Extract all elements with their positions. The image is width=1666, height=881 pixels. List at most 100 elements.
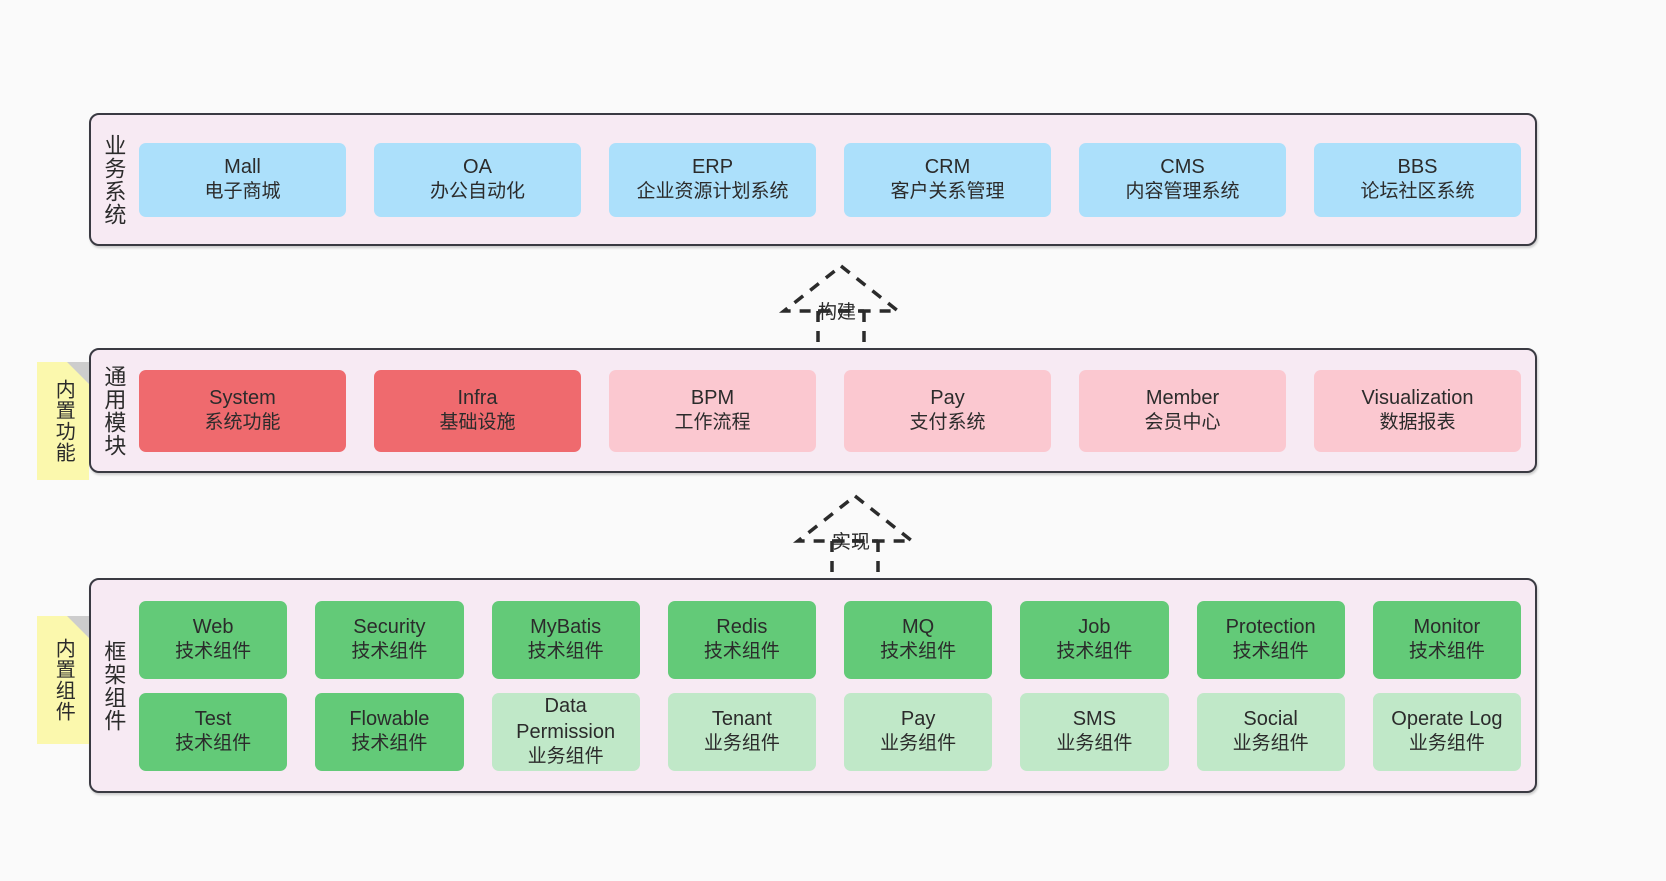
card-security[interactable]: Security 技术组件 — [315, 600, 464, 679]
card-oa[interactable]: OA 办公自动化 — [374, 142, 581, 217]
card-subtitle: 办公自动化 — [429, 181, 525, 203]
card-visualization[interactable]: Visualization 数据报表 — [1314, 369, 1521, 452]
card-subtitle: 技术组件 — [175, 641, 252, 663]
card-title: Operate Log — [1391, 708, 1503, 731]
card-flowable[interactable]: Flowable 技术组件 — [315, 692, 464, 771]
card-subtitle: 会员中心 — [1144, 412, 1221, 434]
layer-body-business-systems: Mall 电子商城 OA 办公自动化 ERP 企业资源计划系统 CRM 客户关系… — [135, 115, 1535, 244]
card-subtitle: 技术组件 — [1232, 641, 1309, 663]
card-subtitle: 支付系统 — [909, 412, 986, 434]
card-redis[interactable]: Redis 技术组件 — [667, 600, 816, 679]
card-title: Monitor — [1413, 616, 1481, 639]
card-title: SMS — [1072, 708, 1117, 731]
card-mybatis[interactable]: MyBatis 技术组件 — [491, 600, 640, 679]
card-title: BPM — [690, 387, 735, 410]
card-operate-log[interactable]: Operate Log 业务组件 — [1372, 692, 1521, 771]
card-subtitle: 技术组件 — [351, 733, 428, 755]
card-title: Web — [192, 616, 234, 639]
card-title: Protection — [1225, 616, 1316, 639]
card-title: Flowable — [349, 708, 430, 731]
card-title: Pay — [930, 387, 965, 410]
card-subtitle: 业务组件 — [1408, 733, 1485, 755]
card-cms[interactable]: CMS 内容管理系统 — [1079, 142, 1286, 217]
card-title: BBS — [1397, 156, 1438, 179]
card-tenant[interactable]: Tenant 业务组件 — [667, 692, 816, 771]
card-system[interactable]: System 系统功能 — [139, 369, 346, 452]
layer-body-common-modules: System 系统功能 Infra 基础设施 BPM 工作流程 Pay 支付系统 — [135, 350, 1535, 471]
card-title: Tenant — [711, 708, 772, 731]
card-subtitle: 业务组件 — [1232, 733, 1309, 755]
card-protection[interactable]: Protection 技术组件 — [1196, 600, 1345, 679]
layer-business-systems: 业务系统 Mall 电子商城 OA 办公自动化 ERP 企业资源计划系统 — [89, 113, 1537, 246]
card-test[interactable]: Test 技术组件 — [139, 692, 288, 771]
note-fold-icon — [67, 616, 89, 638]
card-pay-component[interactable]: Pay 业务组件 — [844, 692, 993, 771]
card-row: Mall 电子商城 OA 办公自动化 ERP 企业资源计划系统 CRM 客户关系… — [139, 142, 1521, 217]
layer-framework-components: 框架组件 Web 技术组件 Security 技术组件 MyBatis 技术组件 — [89, 578, 1537, 793]
card-row: System 系统功能 Infra 基础设施 BPM 工作流程 Pay 支付系统 — [139, 369, 1521, 452]
card-title: Security — [353, 616, 426, 639]
card-title: Social — [1243, 708, 1298, 731]
card-monitor[interactable]: Monitor 技术组件 — [1372, 600, 1521, 679]
note-fold-icon — [67, 362, 89, 384]
card-subtitle: 工作流程 — [674, 412, 751, 434]
card-social[interactable]: Social 业务组件 — [1196, 692, 1345, 771]
card-title: System — [209, 387, 276, 410]
card-sms[interactable]: SMS 业务组件 — [1020, 692, 1169, 771]
card-crm[interactable]: CRM 客户关系管理 — [844, 142, 1051, 217]
card-subtitle: 技术组件 — [351, 641, 428, 663]
note-builtin-features: 内置功能 — [37, 362, 89, 480]
card-title: MQ — [902, 616, 935, 639]
card-subtitle: 技术组件 — [1056, 641, 1133, 663]
card-bpm[interactable]: BPM 工作流程 — [609, 369, 816, 452]
card-subtitle: 技术组件 — [880, 641, 957, 663]
layer-common-modules: 通用模块 System 系统功能 Infra 基础设施 BPM 工作流程 — [89, 348, 1537, 473]
card-mq[interactable]: MQ 技术组件 — [844, 600, 993, 679]
card-subtitle: 基础设施 — [439, 412, 516, 434]
card-title: Data Permission — [516, 695, 616, 744]
card-subtitle: 业务组件 — [703, 733, 780, 755]
card-job[interactable]: Job 技术组件 — [1020, 600, 1169, 679]
layer-title-framework-components: 框架组件 — [101, 639, 127, 732]
note-builtin-components: 内置组件 — [37, 616, 89, 744]
card-title: Mall — [224, 156, 261, 179]
card-title: Infra — [457, 387, 498, 410]
card-subtitle: 企业资源计划系统 — [636, 181, 789, 203]
card-erp[interactable]: ERP 企业资源计划系统 — [609, 142, 816, 217]
build-arrow-icon — [778, 263, 904, 350]
layer-body-framework-components: Web 技术组件 Security 技术组件 MyBatis 技术组件 Redi… — [135, 580, 1535, 791]
card-subtitle: 内容管理系统 — [1125, 181, 1240, 203]
card-member[interactable]: Member 会员中心 — [1079, 369, 1286, 452]
card-infra[interactable]: Infra 基础设施 — [374, 369, 581, 452]
card-subtitle: 业务组件 — [880, 733, 957, 755]
card-subtitle: 论坛社区系统 — [1360, 181, 1475, 203]
card-subtitle: 数据报表 — [1379, 412, 1456, 434]
card-title: ERP — [691, 156, 734, 179]
card-title: OA — [463, 156, 492, 179]
note-label: 内置组件 — [52, 638, 75, 722]
card-title: Member — [1145, 387, 1220, 410]
card-title: Visualization — [1361, 387, 1474, 410]
card-bbs[interactable]: BBS 论坛社区系统 — [1314, 142, 1521, 217]
card-title: Job — [1078, 616, 1111, 639]
layer-title-common-modules: 通用模块 — [101, 364, 127, 457]
card-subtitle: 客户关系管理 — [890, 181, 1005, 203]
connector-label-build: 构建 — [818, 302, 857, 323]
card-web[interactable]: Web 技术组件 — [139, 600, 288, 679]
card-data-permission[interactable]: Data Permission 业务组件 — [491, 692, 640, 771]
card-subtitle: 技术组件 — [1408, 641, 1485, 663]
connector-implement: 实现 — [770, 488, 940, 580]
connector-label-implement: 实现 — [832, 532, 871, 553]
card-subtitle: 系统功能 — [204, 412, 281, 434]
card-pay-module[interactable]: Pay 支付系统 — [844, 369, 1051, 452]
card-mall[interactable]: Mall 电子商城 — [139, 142, 346, 217]
layer-title-business-systems: 业务系统 — [101, 133, 127, 226]
connector-build: 构建 — [756, 258, 926, 350]
card-subtitle: 电子商城 — [204, 181, 281, 203]
implement-arrow-icon — [792, 493, 918, 580]
note-label: 内置功能 — [52, 379, 75, 463]
card-title: Redis — [716, 616, 768, 639]
card-subtitle: 技术组件 — [175, 733, 252, 755]
card-title: CRM — [924, 156, 971, 179]
